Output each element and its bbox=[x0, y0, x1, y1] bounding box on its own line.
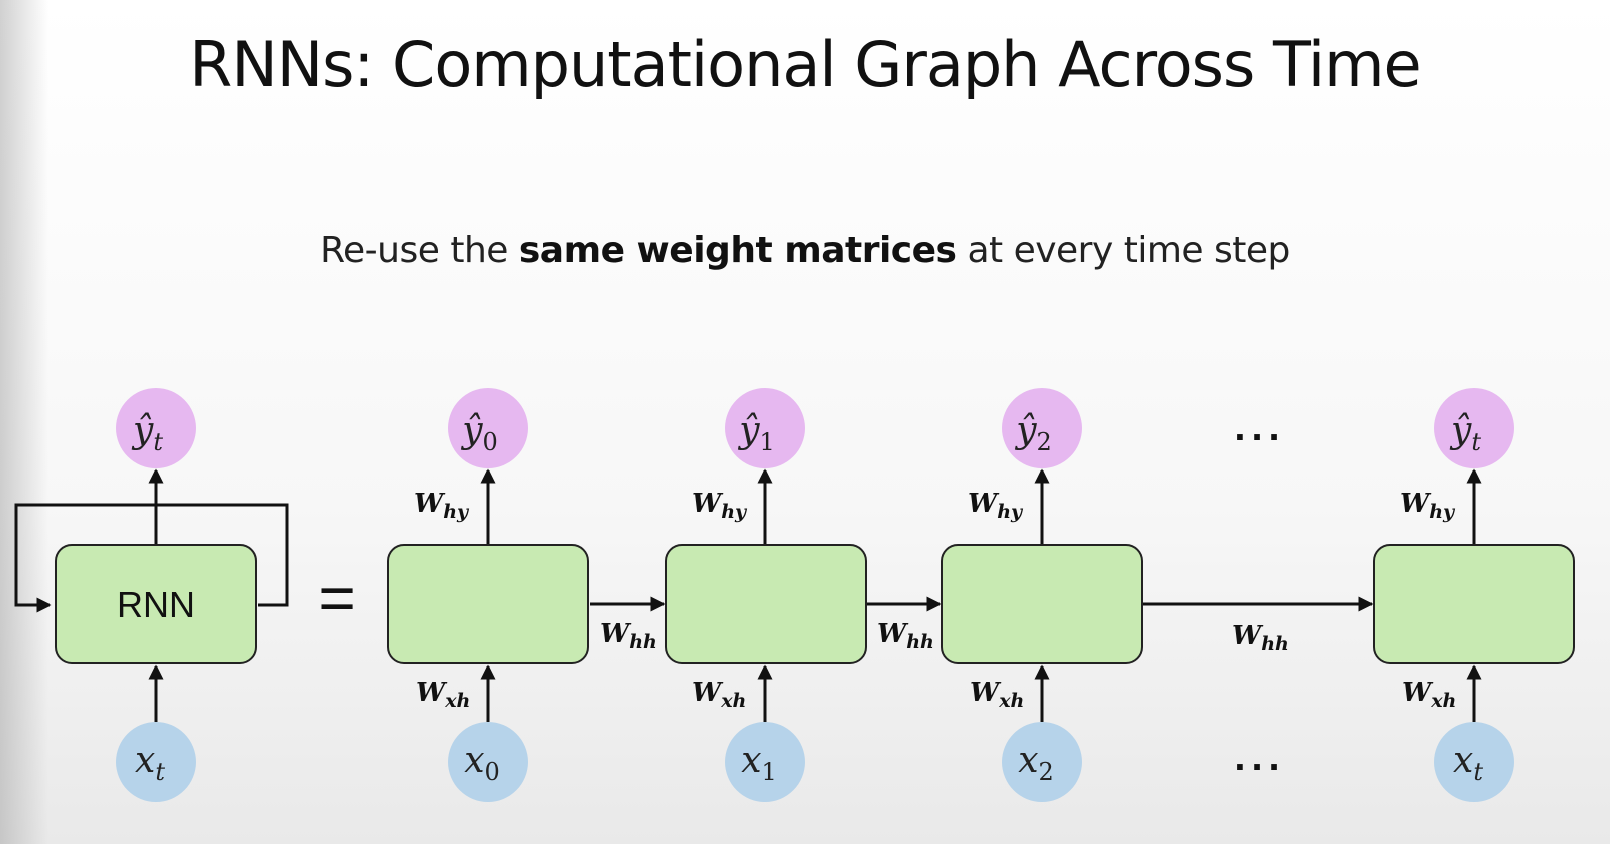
step2-output-node bbox=[1002, 388, 1082, 468]
step0-w-xh-label: Wxh bbox=[416, 678, 470, 712]
stept-input-node bbox=[1434, 722, 1514, 802]
step1-w-hy-label: Why bbox=[692, 489, 748, 523]
step2-input-node bbox=[1002, 722, 1082, 802]
w-hh-label-3: Whh bbox=[1232, 621, 1289, 655]
step2-w-xh-symbol: W bbox=[970, 678, 1002, 708]
step2-w-xh-label: Wxh bbox=[970, 678, 1024, 712]
step0-output-symbol: ŷ bbox=[460, 410, 483, 451]
folded-output-node bbox=[116, 388, 196, 468]
w-hh-symbol-2: W bbox=[877, 619, 909, 649]
step1-w-xh-label: Wxh bbox=[692, 678, 746, 712]
step0-input-subscript: 0 bbox=[485, 758, 500, 786]
stept-w-xh-subscript: xh bbox=[1430, 690, 1456, 712]
folded-input-label: xt bbox=[135, 740, 165, 786]
step0-w-xh-subscript: xh bbox=[444, 690, 470, 712]
subtitle-suffix: at every time step bbox=[956, 230, 1290, 271]
w-hh-symbol-3: W bbox=[1232, 621, 1264, 651]
step2-input-symbol: x bbox=[1018, 740, 1038, 781]
w-hh-subscript-2: hh bbox=[906, 631, 934, 653]
time-step-0: ŷ0 x0 Why Wxh bbox=[387, 388, 589, 802]
step1-output-label: ŷ1 bbox=[737, 410, 775, 456]
step0-w-hy-symbol: W bbox=[414, 489, 446, 519]
stept-w-hy-label: Why bbox=[1400, 489, 1456, 523]
step2-w-hy-label: Why bbox=[968, 489, 1024, 523]
subtitle-emphasis: same weight matrices bbox=[518, 230, 957, 271]
edge-shadow bbox=[0, 0, 48, 844]
stept-output-node bbox=[1434, 388, 1514, 468]
stept-output-subscript: t bbox=[1471, 428, 1481, 456]
stept-input-subscript: t bbox=[1473, 758, 1483, 786]
step2-output-label: ŷ2 bbox=[1014, 410, 1052, 456]
w-hh-subscript-1: hh bbox=[629, 631, 657, 653]
step1-w-hy-subscript: hy bbox=[721, 501, 748, 523]
step2-output-subscript: 2 bbox=[1037, 428, 1052, 456]
stept-w-hy-symbol: W bbox=[1400, 489, 1432, 519]
step2-cell bbox=[941, 544, 1143, 664]
step1-input-symbol: x bbox=[741, 740, 761, 781]
stept-output-label: ŷt bbox=[1449, 410, 1481, 456]
slide-title: RNNs: Computational Graph Across Time bbox=[189, 28, 1421, 101]
slide-subtitle: Re-use the same weight matrices at every… bbox=[0, 230, 1610, 271]
step1-input-node bbox=[725, 722, 805, 802]
step2-output-symbol: ŷ bbox=[1014, 410, 1037, 451]
step1-w-hy-symbol: W bbox=[692, 489, 724, 519]
step0-w-hy-subscript: hy bbox=[443, 501, 470, 523]
equals-sign: = bbox=[318, 562, 355, 634]
step1-output-subscript: 1 bbox=[760, 428, 775, 456]
subtitle-prefix: Re-use the bbox=[320, 230, 519, 271]
output-ellipsis: ... bbox=[1234, 405, 1285, 449]
step0-output-subscript: 0 bbox=[483, 428, 498, 456]
stept-w-xh-label: Wxh bbox=[1402, 678, 1456, 712]
step1-output-symbol: ŷ bbox=[737, 410, 760, 451]
step0-w-hy-label: Why bbox=[414, 489, 470, 523]
stept-input-symbol: x bbox=[1453, 740, 1473, 781]
step2-w-hy-symbol: W bbox=[968, 489, 1000, 519]
recurrent-loop-arrow bbox=[14, 503, 289, 613]
stept-cell bbox=[1373, 544, 1575, 664]
step2-w-xh-subscript: xh bbox=[998, 690, 1024, 712]
stept-w-hy-subscript: hy bbox=[1429, 501, 1456, 523]
folded-output-subscript: t bbox=[153, 428, 163, 456]
step2-input-subscript: 2 bbox=[1039, 758, 1054, 786]
stept-input-label: xt bbox=[1453, 740, 1483, 786]
step0-cell bbox=[387, 544, 589, 664]
stept-output-symbol: ŷ bbox=[1449, 410, 1472, 451]
input-ellipsis: ... bbox=[1234, 735, 1285, 779]
step2-w-hy-subscript: hy bbox=[997, 501, 1024, 523]
w-hh-label-1: Whh bbox=[600, 619, 657, 653]
folded-input-subscript: t bbox=[155, 758, 165, 786]
time-step-2: ŷ2 x2 Why Wxh bbox=[941, 388, 1143, 802]
step1-cell bbox=[665, 544, 867, 664]
step0-input-label: x0 bbox=[464, 740, 500, 786]
step1-w-xh-subscript: xh bbox=[720, 690, 746, 712]
time-step-1: ŷ1 x1 Why Wxh bbox=[665, 388, 867, 802]
folded-output-symbol: ŷ bbox=[131, 410, 154, 451]
step0-output-label: ŷ0 bbox=[460, 410, 498, 456]
folded-output-label: ŷt bbox=[131, 410, 163, 456]
folded-input-symbol: x bbox=[135, 740, 155, 781]
w-hh-label-2: Whh bbox=[877, 619, 934, 653]
w-hh-symbol-1: W bbox=[600, 619, 632, 649]
step1-input-label: x1 bbox=[741, 740, 777, 786]
step0-output-node bbox=[448, 388, 528, 468]
folded-rnn: RNN ŷt xt bbox=[14, 388, 289, 802]
folded-input-node bbox=[116, 722, 196, 802]
rnn-cell bbox=[55, 544, 257, 664]
step2-input-label: x2 bbox=[1018, 740, 1054, 786]
rnn-cell-label: RNN bbox=[117, 584, 195, 625]
step1-input-subscript: 1 bbox=[762, 758, 777, 786]
step0-input-symbol: x bbox=[464, 740, 484, 781]
step1-output-node bbox=[725, 388, 805, 468]
step0-w-xh-symbol: W bbox=[416, 678, 448, 708]
step1-w-xh-symbol: W bbox=[692, 678, 724, 708]
w-hh-subscript-3: hh bbox=[1261, 633, 1289, 655]
step0-input-node bbox=[448, 722, 528, 802]
stept-w-xh-symbol: W bbox=[1402, 678, 1434, 708]
time-step-t: ŷt xt Why Wxh bbox=[1373, 388, 1575, 802]
